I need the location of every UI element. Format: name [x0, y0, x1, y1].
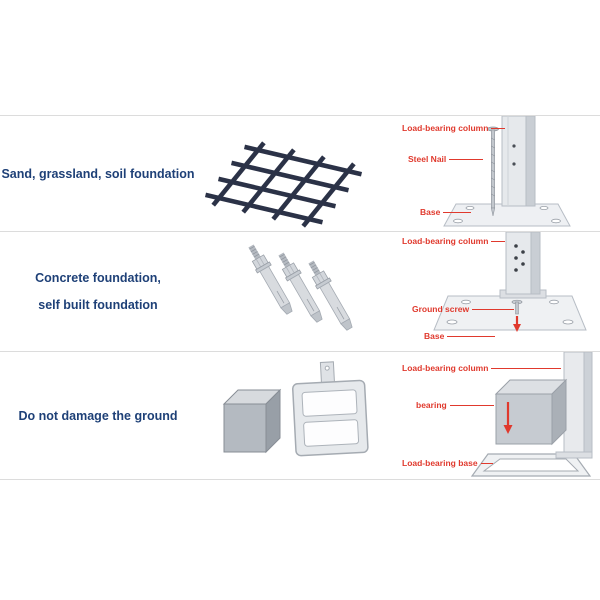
leader-line [491, 240, 506, 242]
label-load-bearing-column: Load-bearing column [402, 123, 506, 133]
label-text: Steel Nail [408, 154, 447, 164]
row1-diagram-cell: Load-bearing column Steel Nail Base [396, 116, 600, 233]
row2-diagram-cell: Load-bearing column Ground screw Base [396, 232, 600, 352]
label-text: Load-bearing column [402, 123, 489, 133]
row1-title: Sand, grassland, soil foundation [1, 161, 194, 188]
label-base: Base [424, 331, 496, 341]
label-text: Ground screw [412, 304, 470, 314]
label-base: Base [420, 207, 472, 217]
label-bearing: bearing [416, 400, 494, 410]
label-text: Load-bearing base [402, 458, 478, 468]
row3-product-cell [196, 352, 396, 480]
label-steel-nail: Steel Nail [408, 154, 484, 164]
concrete-column-diagram [433, 232, 587, 332]
row-no-ground-damage: Do not damage the ground [0, 352, 600, 480]
leader-line [449, 404, 494, 406]
leader-line [480, 462, 493, 464]
ground-anchor-grid-icon [204, 141, 363, 228]
row2-title-cell: Concrete foundation, self built foundati… [0, 232, 196, 352]
row3-title-line1: Do not damage the ground [18, 408, 178, 423]
foundation-options-infographic: Sand, grassland, soil foundation [0, 115, 600, 480]
leader-line [491, 367, 562, 369]
row1-title-line1: Sand, grassland, soil foundation [1, 167, 195, 182]
leader-line [447, 335, 496, 337]
label-text: Base [424, 331, 445, 341]
bearing-block-and-frame-icon [222, 361, 369, 457]
row-concrete-foundation: Concrete foundation, self built foundati… [0, 232, 600, 352]
label-text: Base [420, 207, 441, 217]
label-text: bearing [416, 400, 447, 410]
leader-line [443, 211, 472, 213]
label-load-bearing-column: Load-bearing column [402, 363, 562, 373]
row3-title: Do not damage the ground [18, 403, 177, 430]
leader-line [449, 158, 484, 160]
row2-title-line2: self built foundation [38, 298, 158, 312]
row3-diagram-cell: Load-bearing column bearing Load-bearing… [396, 352, 600, 480]
soil-column-diagram [443, 116, 571, 227]
label-load-bearing-base: Load-bearing base [402, 458, 493, 468]
leader-line [472, 308, 515, 310]
leader-line [491, 127, 506, 129]
row1-title-cell: Sand, grassland, soil foundation [0, 116, 196, 233]
label-load-bearing-column: Load-bearing column [402, 236, 506, 246]
label-ground-screw: Ground screw [412, 304, 515, 314]
row1-product-cell [196, 116, 396, 233]
row2-product-cell [196, 232, 396, 352]
row2-title-line1: Concrete foundation, [35, 271, 161, 286]
expansion-bolts-icon [243, 241, 357, 334]
label-text: Load-bearing column [402, 236, 489, 246]
row3-title-cell: Do not damage the ground [0, 352, 196, 480]
row2-title: Concrete foundation, self built foundati… [35, 265, 161, 319]
label-text: Load-bearing column [402, 363, 489, 373]
bearing-column-diagram [470, 352, 593, 477]
row-soil-foundation: Sand, grassland, soil foundation [0, 115, 600, 232]
